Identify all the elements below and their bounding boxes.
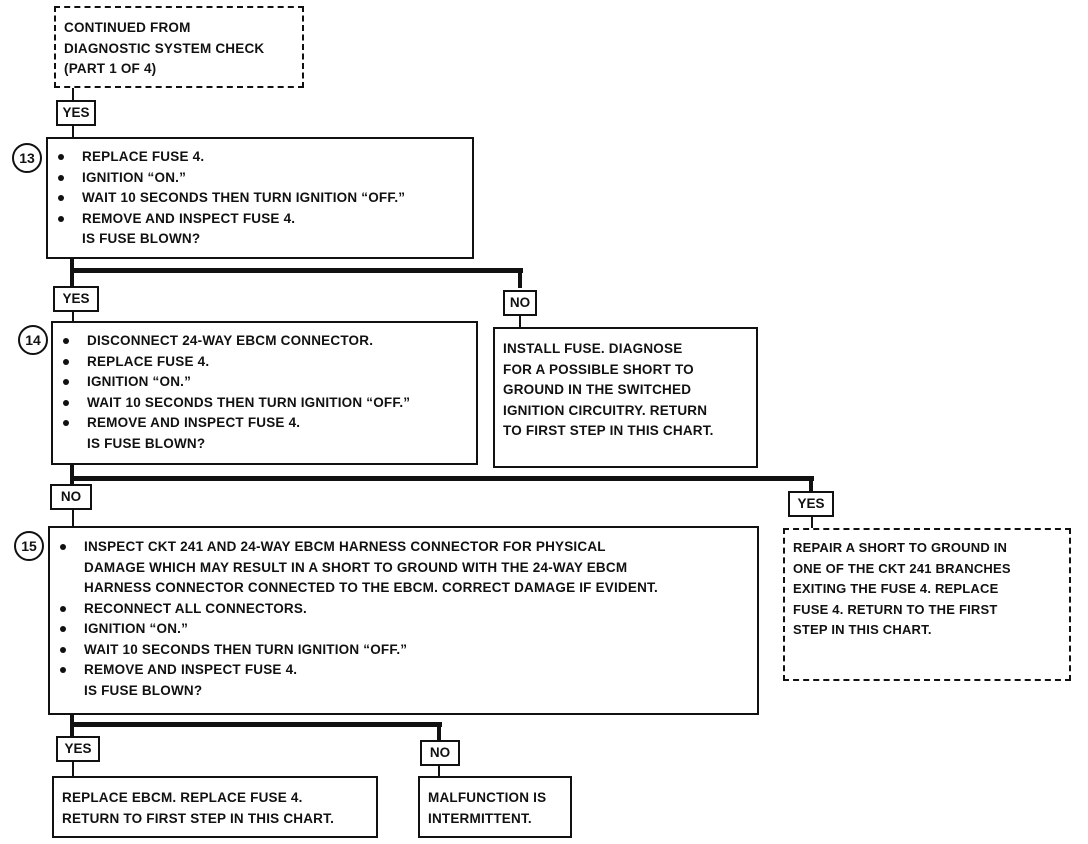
outcome-line: REPAIR A SHORT TO GROUND IN bbox=[793, 540, 1008, 555]
start-line: (PART 1 OF 4) bbox=[64, 61, 157, 76]
step-13-bullet: REPLACE FUSE 4. bbox=[48, 147, 472, 168]
start-box: CONTINUED FROM DIAGNOSTIC SYSTEM CHECK (… bbox=[54, 6, 304, 88]
step-13-bullet: REMOVE AND INSPECT FUSE 4. bbox=[48, 209, 472, 230]
step-15-bullet: RECONNECT ALL CONNECTORS. bbox=[50, 599, 757, 620]
step-14-bullet: WAIT 10 SECONDS THEN TURN IGNITION “OFF.… bbox=[53, 393, 476, 414]
step-number-14: 14 bbox=[18, 325, 48, 355]
outcome-line: ONE OF THE CKT 241 BRANCHES bbox=[793, 560, 1011, 576]
connector-step15-no-drop bbox=[437, 722, 441, 740]
step-14-question: IS FUSE BLOWN? bbox=[87, 435, 206, 451]
repair-short-box: REPAIR A SHORT TO GROUND IN ONE OF THE C… bbox=[783, 528, 1071, 681]
connector-step14-down bbox=[70, 464, 74, 484]
connector-yes-to-repair bbox=[811, 516, 813, 530]
intermittent-box: MALFUNCTION IS INTERMITTENT. bbox=[418, 776, 572, 838]
step-14-bullet: DISCONNECT 24-WAY EBCM CONNECTOR. bbox=[53, 331, 476, 352]
step-14-bullet: IGNITION “ON.” bbox=[53, 372, 476, 393]
yes-label: YES bbox=[788, 491, 834, 517]
step-15-bullet-line: DAMAGE WHICH MAY RESULT IN A SHORT TO GR… bbox=[84, 559, 628, 575]
outcome-line: FUSE 4. RETURN TO THE FIRST bbox=[793, 601, 998, 617]
step-13-box: REPLACE FUSE 4. IGNITION “ON.” WAIT 10 S… bbox=[46, 137, 474, 259]
connector-no-to-install bbox=[519, 316, 521, 328]
yes-label: YES bbox=[53, 286, 99, 312]
start-line: DIAGNOSTIC SYSTEM CHECK bbox=[64, 40, 265, 56]
outcome-line: GROUND IN THE SWITCHED bbox=[503, 382, 692, 397]
connector-yes-to-step14 bbox=[72, 310, 74, 322]
step-13-bullet: WAIT 10 SECONDS THEN TURN IGNITION “OFF.… bbox=[48, 188, 472, 209]
connector-step15-branch bbox=[70, 722, 442, 727]
outcome-line: INSTALL FUSE. DIAGNOSE bbox=[503, 341, 683, 356]
step-15-bullet: REMOVE AND INSPECT FUSE 4. bbox=[50, 660, 757, 681]
connector-yes-to-replace bbox=[72, 762, 74, 776]
outcome-line: STEP IN THIS CHART. bbox=[793, 622, 932, 637]
no-label: NO bbox=[50, 484, 92, 510]
step-14-bullet: REMOVE AND INSPECT FUSE 4. bbox=[53, 413, 476, 434]
step-number-13: 13 bbox=[12, 143, 42, 173]
step-13-question: IS FUSE BLOWN? bbox=[82, 231, 201, 246]
outcome-line: MALFUNCTION IS bbox=[428, 790, 547, 805]
step-14-bullet: REPLACE FUSE 4. bbox=[53, 352, 476, 373]
connector-step14-yes-drop bbox=[809, 476, 813, 492]
step-15-bullet: IGNITION “ON.” bbox=[50, 619, 757, 640]
connector-no-to-intermittent bbox=[438, 766, 440, 776]
connector-yes-to-step13 bbox=[72, 126, 74, 138]
step-number-15: 15 bbox=[14, 531, 44, 561]
replace-ebcm-box: REPLACE EBCM. REPLACE FUSE 4. RETURN TO … bbox=[52, 776, 378, 838]
step-14-box: DISCONNECT 24-WAY EBCM CONNECTOR. REPLAC… bbox=[51, 321, 478, 465]
outcome-line: EXITING THE FUSE 4. REPLACE bbox=[793, 581, 999, 596]
connector-step14-branch bbox=[70, 476, 814, 481]
step-15-bullet: INSPECT CKT 241 AND 24-WAY EBCM HARNESS … bbox=[50, 537, 757, 599]
outcome-line: RETURN TO FIRST STEP IN THIS CHART. bbox=[62, 810, 335, 826]
step-15-bullet-line: INSPECT CKT 241 AND 24-WAY EBCM HARNESS … bbox=[84, 539, 606, 554]
outcome-line: INTERMITTENT. bbox=[428, 810, 532, 826]
yes-label: YES bbox=[56, 736, 100, 762]
connector-step13-down bbox=[70, 258, 74, 288]
no-label: NO bbox=[503, 290, 537, 316]
step-13-bullet: IGNITION “ON.” bbox=[48, 168, 472, 189]
connector-start-to-yes bbox=[72, 86, 74, 100]
step-15-bullet: WAIT 10 SECONDS THEN TURN IGNITION “OFF.… bbox=[50, 640, 757, 661]
step-15-box: INSPECT CKT 241 AND 24-WAY EBCM HARNESS … bbox=[48, 526, 759, 715]
outcome-line: TO FIRST STEP IN THIS CHART. bbox=[503, 423, 714, 438]
outcome-line: REPLACE EBCM. REPLACE FUSE 4. bbox=[62, 790, 303, 805]
yes-label: YES bbox=[56, 100, 96, 126]
connector-no-to-step15 bbox=[72, 510, 74, 528]
install-fuse-box: INSTALL FUSE. DIAGNOSE FOR A POSSIBLE SH… bbox=[493, 327, 758, 468]
start-line: CONTINUED FROM bbox=[64, 20, 191, 35]
step-15-question: IS FUSE BLOWN? bbox=[84, 682, 203, 698]
step-15-bullet-line: HARNESS CONNECTOR CONNECTED TO THE EBCM.… bbox=[84, 580, 658, 595]
connector-step13-branch bbox=[70, 268, 523, 273]
outcome-line: FOR A POSSIBLE SHORT TO bbox=[503, 361, 694, 377]
connector-step13-no-drop bbox=[518, 268, 522, 288]
outcome-line: IGNITION CIRCUITRY. RETURN bbox=[503, 402, 708, 418]
no-label: NO bbox=[420, 740, 460, 766]
